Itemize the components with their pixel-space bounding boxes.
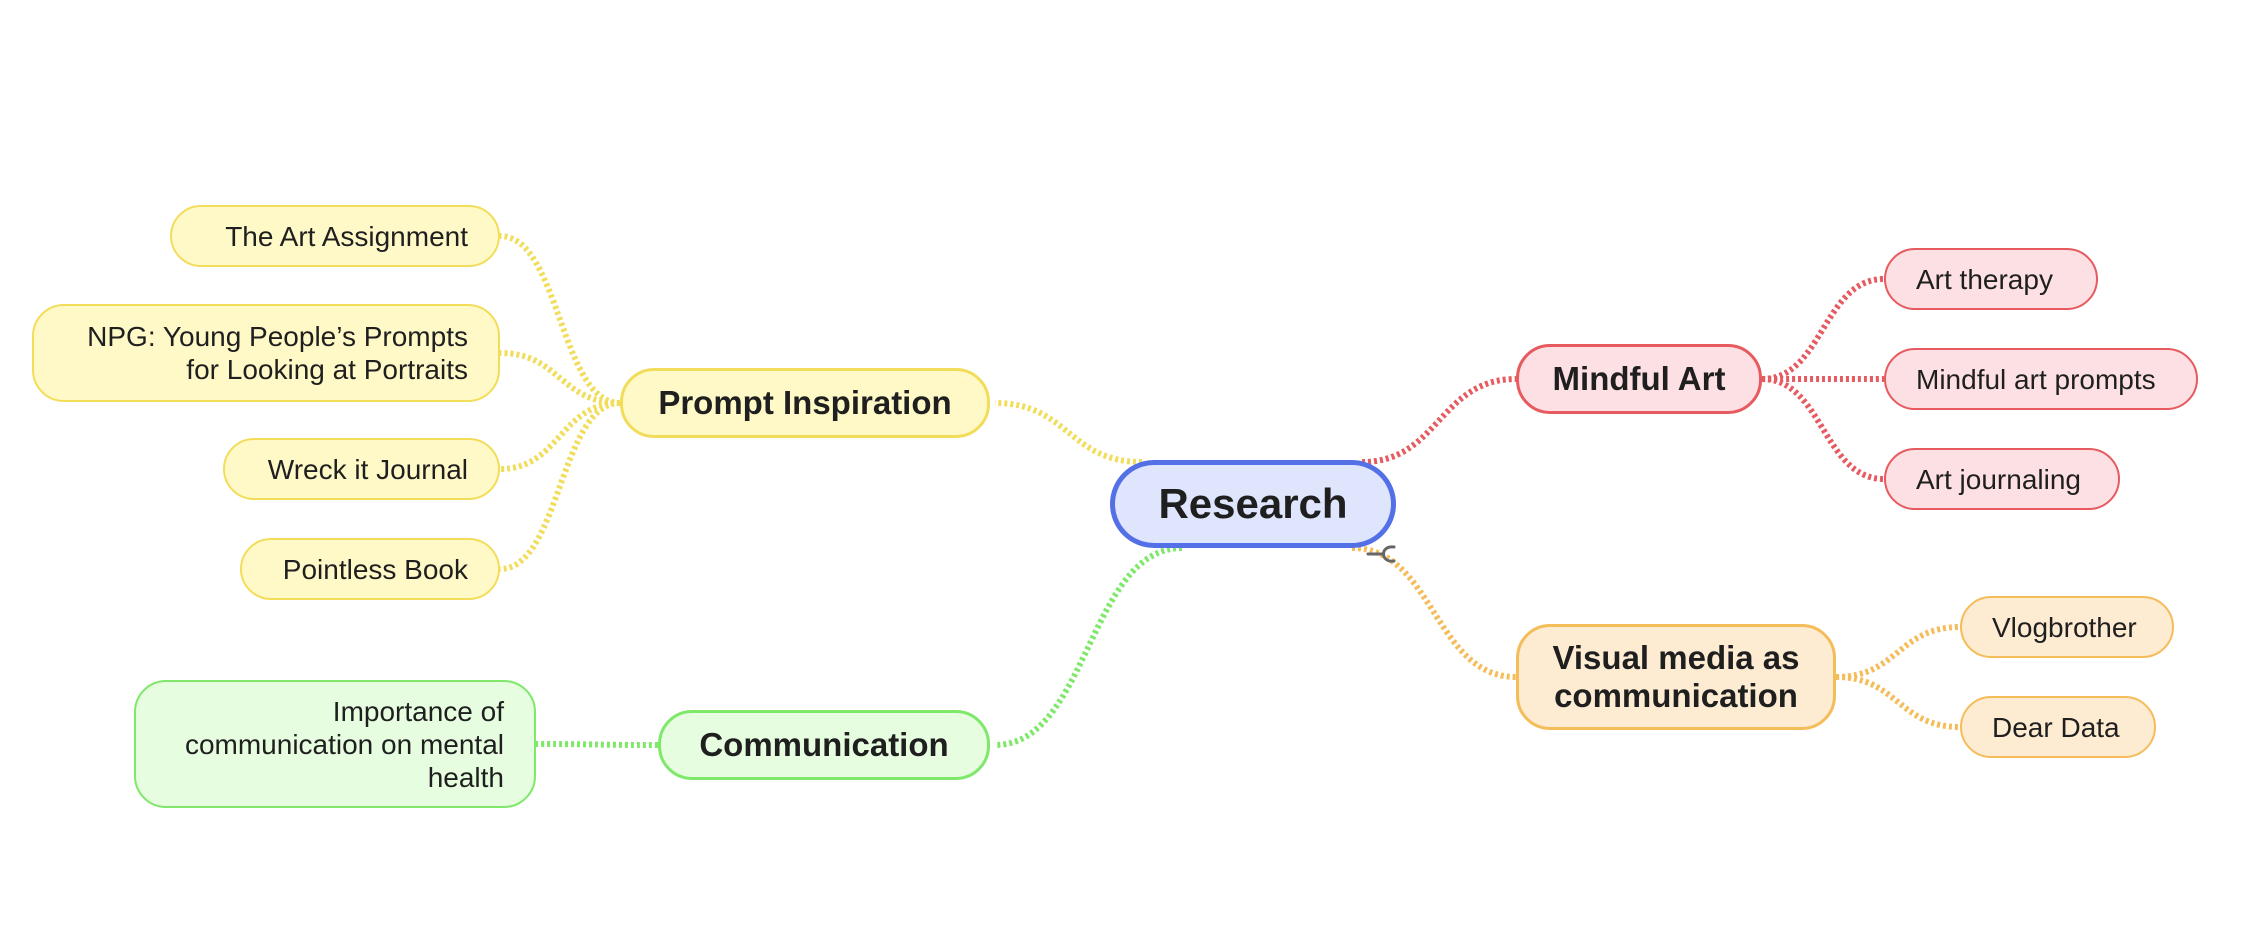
link-communication-leaf-1 <box>535 741 659 748</box>
link-prompt-leaf-2 <box>499 350 621 406</box>
leaf-pointless-book[interactable]: Pointless Book <box>240 538 500 600</box>
link-mindful-leaf-3 <box>1761 376 1885 482</box>
link-prompt-leaf-3 <box>499 400 621 472</box>
branch-communication-label: Communication <box>699 726 949 763</box>
leaf-label: Wreck it Journal <box>267 453 468 485</box>
leaf-wreck-it-journal[interactable]: Wreck it Journal <box>223 438 500 500</box>
link-prompt-leaf-4 <box>499 400 621 572</box>
leaf-label: The Art Assignment <box>225 220 468 252</box>
link-visual-leaf-1 <box>1835 624 1961 680</box>
link-mindful-leaf-1 <box>1761 276 1885 382</box>
leaf-label: Importance of communication on mental he… <box>184 695 504 793</box>
leaf-label: Pointless Book <box>282 553 468 585</box>
leaf-the-art-assignment[interactable]: The Art Assignment <box>170 205 500 267</box>
branch-prompt-inspiration-label: Prompt Inspiration <box>658 384 952 421</box>
leaf-art-therapy[interactable]: Art therapy <box>1884 248 2098 310</box>
leaf-art-journaling[interactable]: Art journaling <box>1884 448 2120 510</box>
branch-mindful-art[interactable]: Mindful Art <box>1516 344 1762 414</box>
leaf-label: Dear Data <box>1992 711 2120 743</box>
branch-prompt-inspiration[interactable]: Prompt Inspiration <box>620 368 990 438</box>
leaf-label: NPG: Young People’s Prompts for Looking … <box>87 321 468 385</box>
leaf-label: Art journaling <box>1916 463 2081 495</box>
link-visual-leaf-2 <box>1835 674 1961 730</box>
leaf-dear-data[interactable]: Dear Data <box>1960 696 2156 758</box>
leaf-npg-prompts[interactable]: NPG: Young People’s Prompts for Looking … <box>32 304 500 402</box>
root-topic-label: Research <box>1158 480 1348 527</box>
leaf-label: Art therapy <box>1916 263 2053 295</box>
link-root-prompt <box>994 400 1143 465</box>
leaf-vlogbrother[interactable]: Vlogbrother <box>1960 596 2174 658</box>
leaf-label: Mindful art prompts <box>1916 363 2156 395</box>
leaf-importance-of-communication[interactable]: Importance of communication on mental he… <box>134 680 536 808</box>
link-root-mindful <box>1361 376 1517 465</box>
link-root-communication <box>994 545 1183 748</box>
leaf-label: Vlogbrother <box>1992 611 2137 643</box>
branch-communication[interactable]: Communication <box>658 710 990 780</box>
link-root-visual <box>1351 545 1517 680</box>
link-prompt-leaf-1 <box>499 233 621 406</box>
leaf-mindful-art-prompts[interactable]: Mindful art prompts <box>1884 348 2198 410</box>
branch-mindful-art-label: Mindful Art <box>1552 360 1726 397</box>
root-topic[interactable]: Research <box>1110 460 1396 548</box>
collapse-branch-icon[interactable] <box>1366 538 1398 570</box>
branch-visual-media[interactable]: Visual media as communication <box>1516 624 1836 730</box>
branch-visual-media-label: Visual media as communication <box>1552 639 1800 714</box>
